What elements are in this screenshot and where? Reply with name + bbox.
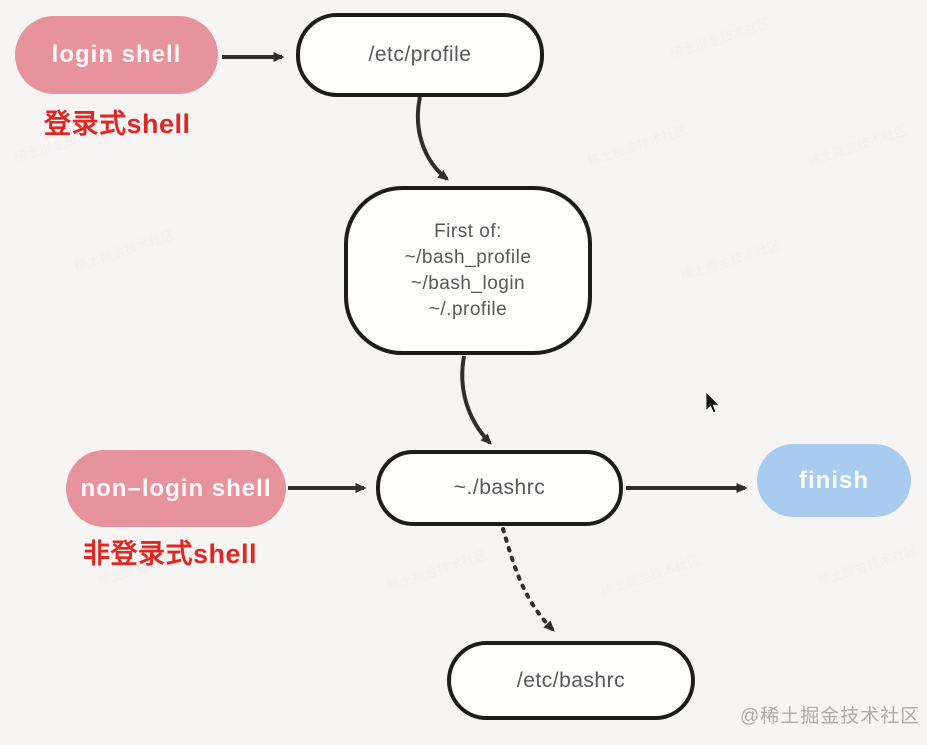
node-finish-label: finish — [799, 466, 869, 494]
node-first-of-line: ~/bash_login — [410, 272, 526, 294]
node-first-of-line: ~/.profile — [428, 298, 508, 320]
node-first-of-line: ~/bash_profile — [404, 246, 532, 268]
background-watermark: 稀土掘金技术社区 — [72, 227, 177, 274]
background-watermark: 稀土掘金技术社区 — [678, 237, 783, 284]
node-finish: finish — [757, 444, 911, 517]
background-watermark: 稀土掘金技术社区 — [668, 15, 773, 62]
node-etc-profile-label: /etc/profile — [368, 43, 472, 66]
node-etc-bashrc-label: /etc/bashrc — [516, 668, 626, 692]
background-watermark: 稀土掘金技术社区 — [815, 542, 920, 589]
node-bashrc-label: ~./bashrc — [453, 476, 546, 499]
edge-profile-to-firstof — [415, 96, 449, 181]
edge-bashrc-to-etcbashrc — [501, 527, 555, 632]
node-non-login-shell-label: non–login shell — [80, 474, 272, 502]
edge-firstof-to-bashrc — [460, 355, 492, 445]
background-watermark: 稀土掘金技术社区 — [805, 122, 910, 169]
site-watermark: @稀土掘金技术社区 — [740, 706, 921, 727]
node-first-of-line: First of: — [434, 220, 502, 242]
background-watermark: 稀土掘金技术社区 — [385, 547, 490, 594]
node-etc-profile: /etc/profile — [296, 13, 544, 97]
mouse-cursor-icon — [705, 391, 720, 414]
background-watermark: 稀土掘金技术社区 — [585, 122, 690, 169]
node-login-shell-label: login shell — [51, 41, 182, 68]
node-bashrc: ~./bashrc — [376, 450, 623, 526]
node-first-of: First of: ~/bash_profile ~/bash_login ~/… — [344, 186, 592, 355]
node-login-shell: login shell — [15, 16, 218, 94]
node-non-login-shell: non–login shell — [66, 450, 286, 527]
annotation-login-shell: 登录式shell — [44, 109, 191, 139]
node-etc-bashrc: /etc/bashrc — [447, 641, 695, 720]
background-watermark: 稀土掘金技术社区 — [598, 552, 703, 599]
annotation-non-login-shell: 非登录式shell — [83, 539, 258, 569]
